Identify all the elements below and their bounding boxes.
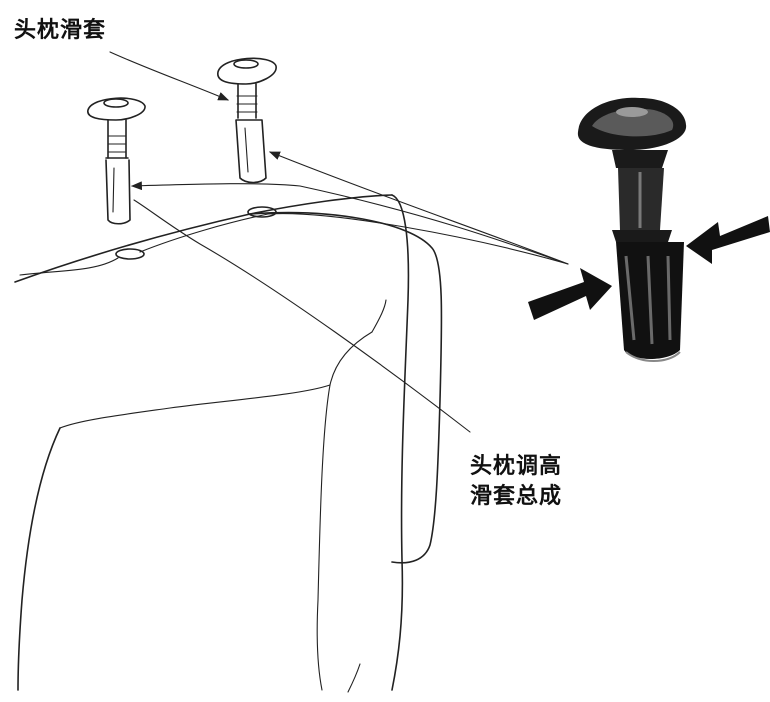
adjust-guide-assembly-label-line2: 滑套总成: [470, 484, 563, 509]
headrest-guide-left: [87, 97, 146, 225]
press-arrows: [528, 216, 770, 320]
adjust-guide-assembly-label: 头枕调高 滑套总成: [470, 452, 562, 512]
headrest-guide-enlarged: [577, 97, 687, 362]
arrow-left-icon: [528, 268, 612, 320]
seat-back-outline: [14, 194, 443, 693]
seat-holes: [115, 206, 277, 260]
leader-lines: [109, 51, 569, 433]
arrow-right-icon: [686, 216, 770, 264]
adjust-guide-assembly-label-line1: 头枕调高: [470, 454, 563, 479]
headrest-guide-middle: [217, 57, 277, 184]
headrest-guide-label: 头枕滑套: [14, 18, 107, 43]
